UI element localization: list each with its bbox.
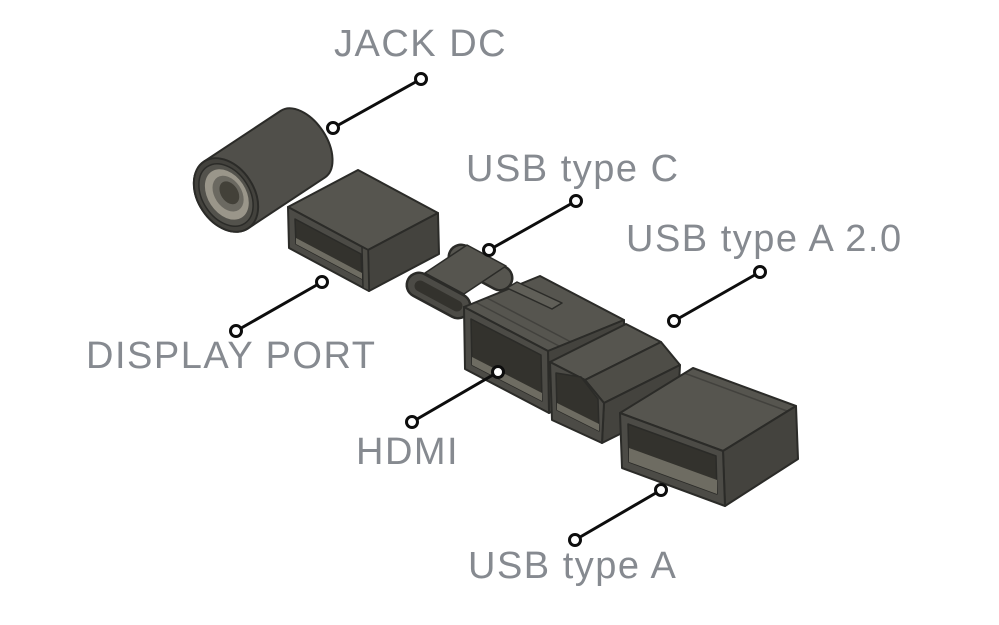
jack-dc-leader-dot-model [326,121,340,135]
hdmi-leader-dot-label [405,415,419,429]
jack-dc-label: JACK DC [334,23,508,65]
usb-type-a-20-opening [555,372,600,432]
usb-type-c-label: USB type C [466,148,680,190]
display-port-opening-floor [296,238,362,279]
usb-type-a-opening-floor [629,448,717,494]
usb-type-a-leader-dot-label [568,533,582,547]
usb-type-a-20-leader [672,270,762,323]
hdmi-leader-dot-model [491,365,505,379]
usb-type-a-20-leader-dot-model [667,314,681,328]
usb-type-a-leader [573,488,663,542]
usb-type-c-model [405,243,514,320]
display-port-leader-dot-model [315,275,329,289]
leader-lines [229,72,767,547]
hdmi-leader [410,370,500,424]
jack-dc-model [192,107,334,233]
display-port-bevel [361,246,370,292]
hdmi-top-bevel-1 [474,301,560,347]
usb-type-c-leader-dot-model [482,243,496,257]
hdmi-label: HDMI [356,431,460,473]
usb-type-a-leader-dot-model [654,483,668,497]
usb-type-a-20-label: USB type A 2.0 [626,218,903,260]
hdmi-opening-floor [472,357,542,401]
jack-dc-leader-dot-label [414,72,428,86]
usb-type-a-label: USB type A [468,545,678,587]
usb-type-a-20-leader-dot-label [753,265,767,279]
usb-type-a-20-opening-floor [557,403,599,431]
display-port-leader [234,280,324,333]
display-port-model [287,169,440,292]
usb-type-c-leader-dot-label [569,194,583,208]
hdmi-top-lip [506,281,563,310]
usb-type-c-leader [487,199,578,252]
display-port-leader-dot-label [229,324,243,338]
usb-type-a-top-bevel [683,372,788,412]
display-port-label: DISPLAY PORT [86,335,377,377]
usb-type-a-model [619,367,799,507]
usb-type-c-opening [414,280,463,312]
jack-dc-leader [331,77,423,130]
hdmi-top-bevel-2 [486,297,572,343]
jack-dc-pin-hole [219,181,240,205]
